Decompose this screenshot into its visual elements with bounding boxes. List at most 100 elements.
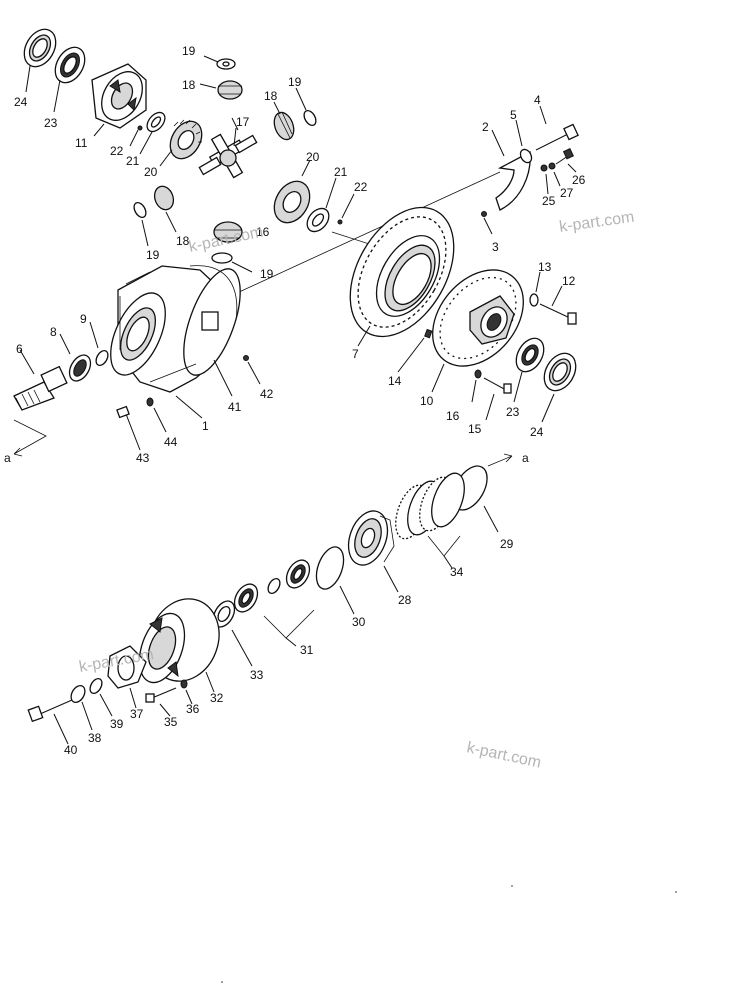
coupling-37 (107, 645, 147, 689)
label-39: 39 (110, 717, 124, 731)
o-ring-30 (315, 546, 345, 590)
label-41: 41 (228, 400, 242, 414)
brake-housing-32 (138, 598, 220, 684)
label-2: 2 (482, 120, 489, 134)
washer-5 (519, 148, 533, 164)
label-20-right: 20 (306, 150, 320, 164)
pin-14 (424, 328, 433, 339)
pinion-shaft-6 (13, 365, 68, 411)
washer-36 (180, 679, 188, 689)
label-31: 31 (300, 643, 314, 657)
label-15: 15 (468, 422, 482, 436)
label-21-top: 21 (126, 154, 140, 168)
washer-39 (89, 677, 103, 695)
label-5: 5 (510, 108, 517, 122)
washer-19-bottom (211, 252, 233, 264)
washer-16 (474, 369, 482, 379)
washer-25 (540, 164, 548, 172)
pinion-gear-18-top (217, 80, 243, 100)
bolt-4 (535, 123, 579, 151)
watermark: k-part.com (558, 209, 635, 236)
differential-case-10 (432, 269, 524, 367)
label-33: 33 (250, 668, 264, 682)
label-23-right: 23 (506, 405, 520, 419)
label-1: 1 (202, 419, 209, 433)
bolt-26 (555, 148, 574, 165)
label-13: 13 (538, 260, 552, 274)
label-18-c: 18 (176, 234, 190, 248)
pin-3 (481, 211, 487, 217)
label-9: 9 (80, 312, 87, 326)
carrier-housing-1 (110, 265, 241, 393)
label-18-b: 18 (264, 89, 278, 103)
collar-9 (95, 349, 109, 367)
bearing-8 (68, 354, 92, 382)
label-30: 30 (352, 615, 366, 629)
arrow-a-left (13, 419, 47, 457)
pin-42 (243, 355, 249, 361)
label-19-d: 19 (260, 267, 274, 281)
hub-28 (347, 510, 395, 566)
label-43: 43 (136, 451, 150, 465)
label-a-right: a (522, 451, 529, 465)
side-gear-20-right (273, 180, 311, 224)
label-6: 6 (16, 342, 23, 356)
label-17: 17 (236, 115, 250, 129)
pin-22-top (137, 125, 143, 131)
label-36: 36 (186, 702, 200, 716)
label-11: 11 (75, 136, 88, 150)
label-19-a: 19 (182, 44, 196, 58)
label-24-top: 24 (14, 95, 28, 109)
bearing-31a (285, 559, 311, 589)
label-35: 35 (164, 715, 178, 729)
washer-38 (70, 684, 86, 704)
pin-22-right (337, 219, 343, 225)
bearing-24-top (23, 28, 57, 68)
label-16-mark: 16 (256, 225, 270, 239)
bolt-12 (539, 303, 577, 325)
label-27: 27 (560, 186, 574, 200)
differential-case-11 (91, 63, 147, 129)
bolt-40 (27, 699, 73, 723)
label-19-c: 19 (146, 248, 160, 262)
label-22-right: 22 (354, 180, 368, 194)
label-40: 40 (64, 743, 78, 757)
side-gear-20-top (169, 119, 203, 160)
label-28: 28 (398, 593, 412, 607)
washer-19-right (303, 109, 317, 127)
washer-13 (529, 293, 539, 307)
spacer-31 (267, 577, 281, 595)
label-22-top: 22 (110, 144, 124, 158)
bearing-31b (233, 583, 259, 613)
bearing-24-right (543, 352, 577, 392)
bolt-43 (116, 405, 141, 451)
label-29: 29 (500, 537, 514, 551)
label-19-b: 19 (288, 75, 302, 89)
spider-17 (198, 133, 258, 179)
label-44: 44 (164, 435, 178, 449)
bolt-35 (145, 687, 177, 703)
label-10: 10 (420, 394, 434, 408)
washer-44 (146, 397, 154, 407)
label-14: 14 (388, 374, 402, 388)
label-21-right: 21 (334, 165, 348, 179)
label-38: 38 (88, 731, 102, 745)
label-16: 16 (446, 409, 460, 423)
label-18-a: 18 (182, 78, 196, 92)
label-37: 37 (130, 707, 144, 721)
ring-gear-7 (349, 206, 455, 338)
bolt-15 (483, 377, 512, 394)
pinion-gear-18-bottom (213, 221, 243, 243)
arrow-a-right (487, 453, 513, 467)
bearing-23-right (515, 337, 545, 373)
label-26: 26 (572, 173, 586, 187)
speck (221, 981, 223, 983)
bearing-cap-2 (495, 150, 531, 211)
label-a-left: a (4, 451, 11, 465)
clutch-discs-34 (395, 472, 465, 540)
speck (675, 891, 677, 893)
pinion-gear-18-left (153, 185, 175, 211)
label-7: 7 (352, 347, 359, 361)
label-32: 32 (210, 691, 224, 705)
